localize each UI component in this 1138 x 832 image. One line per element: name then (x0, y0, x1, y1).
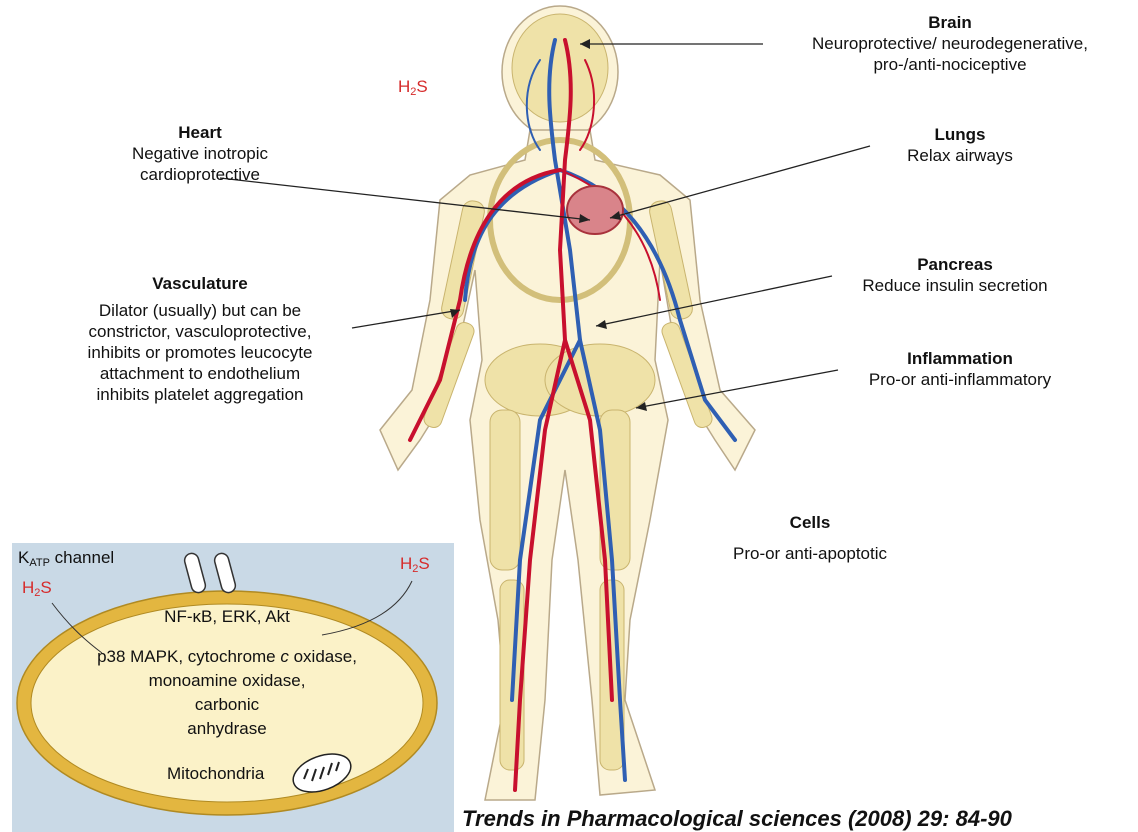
cell-line4: carbonic (12, 694, 442, 716)
cell-line2-b: c (280, 647, 289, 666)
heart-line2: cardioprotective (100, 164, 300, 185)
cell-line1: NF-κB, ERK, Akt (12, 606, 442, 628)
brain-line2: pro-/anti-nociceptive (760, 54, 1138, 75)
cells-annotation: Cells Pro-or anti-apoptotic (700, 512, 920, 564)
inflammation-line1: Pro-or anti-inflammatory (835, 369, 1085, 390)
vasculature-title: Vasculature (40, 273, 360, 294)
vasculature-line2: constrictor, vasculoprotective, (40, 321, 360, 342)
heart-title: Heart (100, 122, 300, 143)
katp-label: KATP channel (18, 547, 114, 574)
cell-line2-a: p38 MAPK, cytochrome (97, 647, 280, 666)
vasculature-line5: inhibits platelet aggregation (40, 384, 360, 405)
inflammation-annotation: Inflammation Pro-or anti-inflammatory (835, 348, 1085, 390)
heart-annotation: Heart Negative inotropic cardioprotectiv… (100, 122, 300, 185)
cells-line1: Pro-or anti-apoptotic (700, 543, 920, 564)
cell-line2-c: oxidase, (289, 647, 357, 666)
h2s-right: H2S (400, 553, 430, 580)
pancreas-title: Pancreas (830, 254, 1080, 275)
heart-organ (567, 186, 623, 234)
katp-sub: ATP (29, 557, 50, 569)
lungs-line1: Relax airways (860, 145, 1060, 166)
pancreas-line1: Reduce insulin secretion (830, 275, 1080, 296)
vasculature-line3: inhibits or promotes leucocyte (40, 342, 360, 363)
cells-title: Cells (700, 512, 920, 533)
inflammation-title: Inflammation (835, 348, 1085, 369)
katp-suffix: channel (50, 548, 114, 567)
h2s-left: H2S (22, 577, 52, 604)
vasculature-line1: Dilator (usually) but can be (40, 300, 360, 321)
katp-k: K (18, 548, 29, 567)
vasculature-annotation: Vasculature Dilator (usually) but can be… (40, 273, 360, 405)
citation: Trends in Pharmacological sciences (2008… (462, 806, 1012, 832)
katp-channel-icon (183, 552, 237, 594)
cell-line5: anhydrase (12, 718, 442, 740)
vasculature-line4: attachment to endothelium (40, 363, 360, 384)
pancreas-annotation: Pancreas Reduce insulin secretion (830, 254, 1080, 296)
cell-inset: KATP channel H2S H2S NF-κB, ERK, Akt p38… (12, 543, 454, 832)
mito-label: Mitochondria (167, 763, 264, 785)
lungs-title: Lungs (860, 124, 1060, 145)
h2s-label: H2S (398, 76, 428, 103)
brain-title: Brain (760, 12, 1138, 33)
lungs-annotation: Lungs Relax airways (860, 124, 1060, 166)
heart-line1: Negative inotropic (100, 143, 300, 164)
brain-annotation: Brain Neuroprotective/ neurodegenerative… (760, 12, 1138, 75)
cell-line2: p38 MAPK, cytochrome c oxidase, (12, 646, 442, 668)
brain-line1: Neuroprotective/ neurodegenerative, (760, 33, 1138, 54)
inflammation-pointer (636, 370, 838, 408)
cell-line3: monoamine oxidase, (12, 670, 442, 692)
